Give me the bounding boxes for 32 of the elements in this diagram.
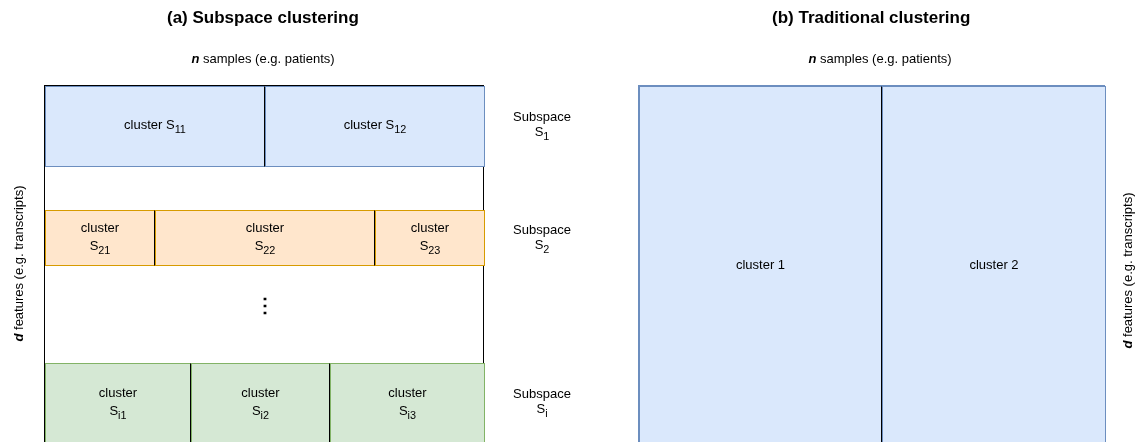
cluster-cell [882, 86, 1106, 442]
subspace-label: Subspace S$_{i}$ [512, 385, 572, 419]
cluster-cell [45, 363, 191, 442]
cluster-cell [191, 363, 330, 442]
axis-label: d features (e.g. transcripts) [1119, 191, 1135, 349]
cluster-label: cluster S$_{21}$ [79, 219, 121, 257]
cluster-label: cluster S$_{i2}$ [240, 384, 281, 422]
matrix-box [44, 85, 484, 442]
cluster-label: cluster S$_{12}$ [343, 116, 407, 137]
cluster-cell [265, 86, 485, 167]
subspace-label: Subspace S$_{2}$ [512, 221, 572, 255]
cluster-cell [45, 210, 155, 266]
panel-title: (b) Traditional clustering [772, 8, 971, 28]
axis-label: n samples (e.g. patients) [808, 50, 952, 66]
cluster-cell [155, 210, 375, 266]
cluster-label: cluster S$_{i1}$ [97, 384, 139, 422]
cluster-cell [375, 210, 485, 266]
axis-label: n samples (e.g. patients) [191, 50, 335, 66]
cluster-cell [639, 86, 882, 442]
matrix-box [638, 85, 1105, 442]
ellipsis-mark: ⋮ [255, 293, 275, 317]
cluster-label: cluster S$_{i3}$ [387, 384, 428, 422]
cluster-label: cluster S$_{11}$ [124, 116, 186, 137]
panel-title: (a) Subspace clustering [167, 8, 359, 28]
cluster-cell [45, 86, 265, 167]
cluster-label: cluster S$_{22}$ [244, 219, 286, 257]
cluster-label: cluster S$_{23}$ [409, 219, 451, 257]
subspace-label: Subspace S$_{1}$ [512, 108, 572, 142]
cluster-cell [330, 363, 485, 442]
cluster-label: cluster 1 [735, 255, 786, 274]
cluster-label: cluster 2 [969, 255, 1019, 274]
axis-label: d features (e.g. transcripts) [10, 184, 26, 342]
